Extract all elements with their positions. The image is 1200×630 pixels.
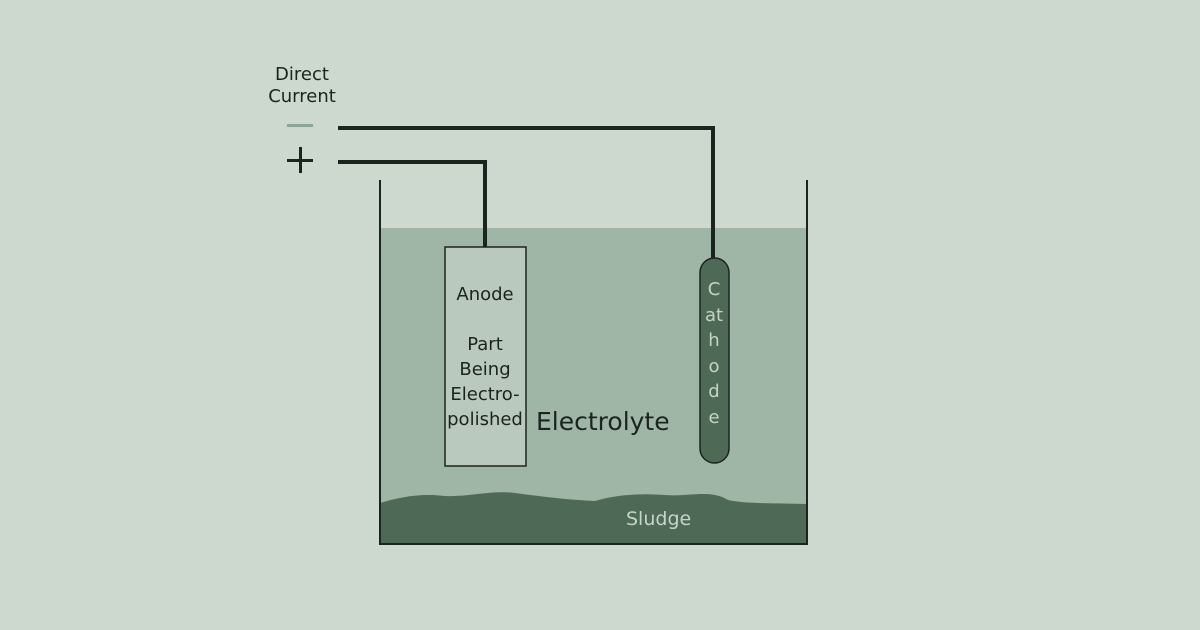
negative-terminal-icon xyxy=(287,124,313,127)
sludge-layer xyxy=(380,492,807,544)
anode-part xyxy=(444,246,527,467)
anode-wire xyxy=(338,160,487,247)
positive-terminal-icon xyxy=(287,147,313,173)
direct-current-label: Direct Current xyxy=(268,64,336,107)
sludge-label: Sludge xyxy=(626,508,692,530)
cathode-rod xyxy=(699,257,730,464)
electrolyte-label: Electrolyte xyxy=(536,407,670,436)
anode-label: Anode Part Being Electro- polished xyxy=(447,284,523,430)
cathode-wire xyxy=(338,126,715,262)
tank xyxy=(379,180,808,545)
cathode-label: Cathode xyxy=(704,279,724,428)
